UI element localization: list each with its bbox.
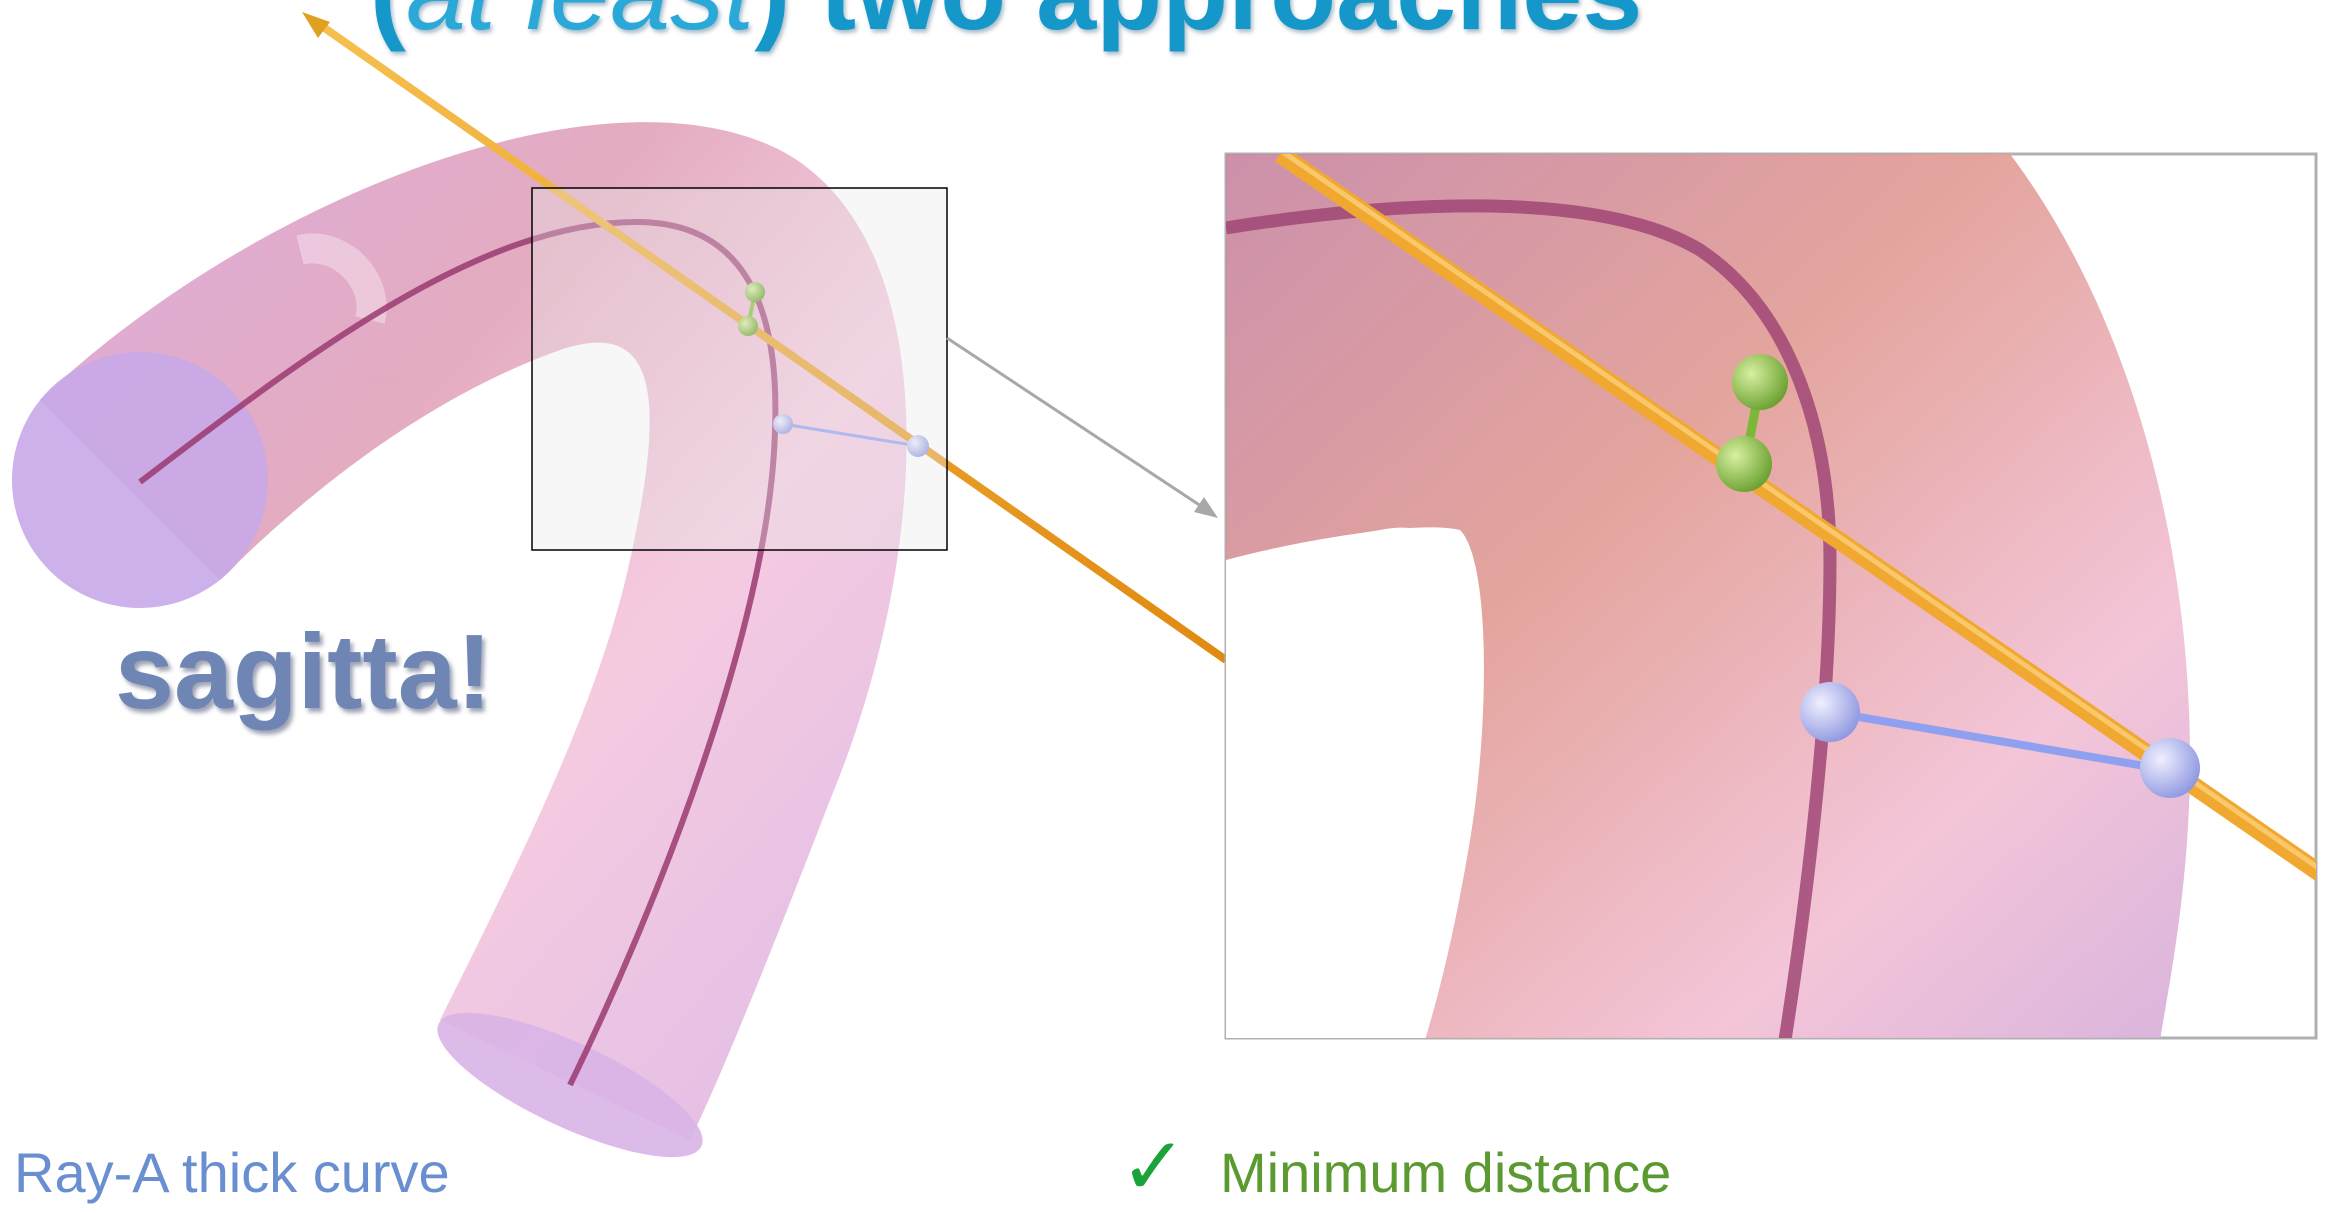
sagitta-callout: sagitta! xyxy=(115,612,492,733)
slide-title: (at least) two approaches xyxy=(370,0,1642,46)
tube-illustration xyxy=(0,0,2330,1168)
check-icon: ✓ xyxy=(1120,1120,1187,1213)
zoom-panel xyxy=(1226,150,2330,1040)
title-rest: ) two approaches xyxy=(754,0,1642,52)
slide: (at least) two approaches sagitta! Ray-A… xyxy=(0,0,2330,1168)
title-open-paren: ( xyxy=(370,0,406,52)
approach-minimum-distance: Minimum distance xyxy=(1220,1140,1671,1205)
title-italic: at least xyxy=(406,0,754,52)
approach-ray-thick-curve: Ray-A thick curve xyxy=(14,1140,450,1205)
zoom-selection-box xyxy=(532,188,947,550)
